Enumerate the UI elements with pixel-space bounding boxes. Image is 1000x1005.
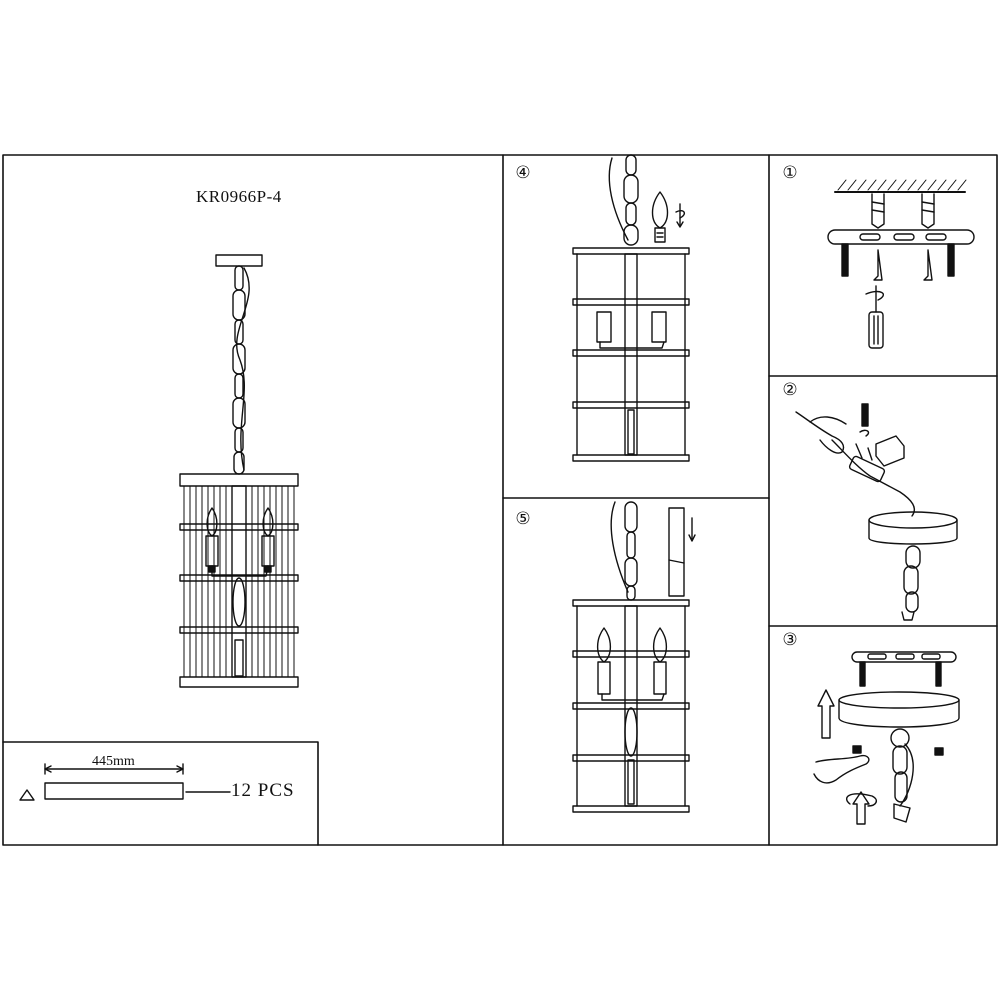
up-arrow-icon [852, 791, 870, 825]
panel-frames [2, 154, 998, 846]
bar-part-icon [668, 507, 685, 597]
terminal-block-icon [848, 455, 886, 483]
step-2-drawing [795, 403, 958, 621]
model-title: KR0966P-4 [196, 187, 282, 206]
wire-icon [235, 267, 250, 471]
bulb-icon [262, 507, 274, 537]
wall-anchor-icon [871, 193, 885, 229]
wire-icon [831, 439, 916, 517]
bar-part-icon [44, 782, 184, 800]
step-5-label: ⑤ [515, 509, 531, 528]
mounting-bracket-icon [851, 651, 957, 663]
screw-icon [873, 249, 883, 281]
step-3-drawing [813, 651, 960, 825]
chain-icon [232, 265, 246, 475]
step-3-label: ③ [782, 630, 798, 649]
cover-icon [875, 435, 905, 467]
step-1-label: ① [782, 163, 798, 182]
part-dimension: 445mm [92, 754, 135, 769]
bulb-icon [206, 507, 218, 537]
wall-anchor-icon [921, 193, 935, 229]
rotate-arrow-icon [846, 793, 878, 807]
rotate-arrow-icon [675, 209, 686, 219]
step-4-drawing [572, 154, 690, 462]
step-2-label: ② [782, 380, 798, 399]
bulb-icon [651, 191, 669, 229]
canopy-icon [215, 254, 263, 267]
chain-icon [905, 545, 921, 569]
triangle-icon [19, 789, 35, 801]
rotate-arrow-icon [865, 290, 884, 301]
hand-icon [813, 754, 870, 784]
chain-icon [890, 728, 910, 748]
hand-icon [795, 411, 845, 454]
step-5-drawing [572, 501, 696, 813]
pendant-lamp-drawing [179, 254, 299, 688]
parts-list [19, 763, 231, 801]
screw-icon [923, 249, 933, 281]
mounting-bracket-icon [827, 229, 975, 245]
part-quantity: 12 PCS [231, 780, 295, 801]
up-arrow-icon [817, 689, 835, 739]
step-4-label: ④ [515, 163, 531, 182]
screwdriver-icon [868, 311, 884, 349]
screwdriver-icon [861, 403, 869, 427]
step-1-drawing [827, 179, 975, 349]
